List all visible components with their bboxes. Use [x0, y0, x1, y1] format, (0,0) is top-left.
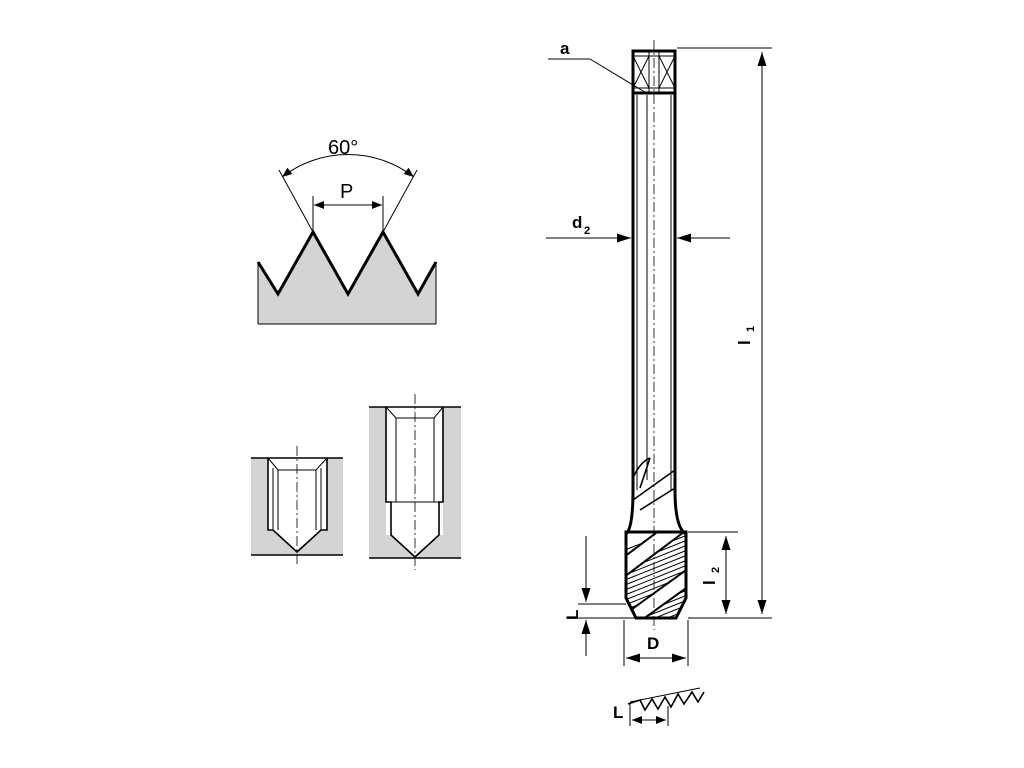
- thread-length-subscript: 2: [710, 567, 722, 573]
- thread-profile-detail: 60° P: [256, 137, 438, 325]
- angle-dimension-arc: [281, 154, 415, 178]
- diameter-label: D: [647, 634, 659, 653]
- tap-side-view: [624, 40, 688, 630]
- shank-outline: [624, 93, 687, 536]
- thread-profile-section: [258, 232, 436, 324]
- thread-length-dimension: l 2: [688, 531, 738, 614]
- total-length-label: l: [735, 340, 754, 345]
- square-label: a: [560, 39, 570, 58]
- angle-extension-right: [382, 169, 418, 233]
- thread-length-label: l: [700, 580, 719, 585]
- total-length-dimension: l 1: [677, 47, 772, 619]
- angle-extension-left: [278, 169, 314, 233]
- blind-hole-deep: [369, 394, 461, 570]
- pitch-label: P: [340, 181, 353, 203]
- shank-diameter-subscript: 2: [584, 225, 590, 237]
- angle-label: 60°: [328, 137, 358, 159]
- shank-diameter-dimension: d 2: [546, 213, 730, 243]
- total-length-subscript: 1: [745, 326, 757, 332]
- chamfer-length-dimension: L: [563, 536, 636, 656]
- thread-profile-outline: [256, 228, 438, 298]
- chamfer-length-label: L: [563, 610, 582, 620]
- square-callout: a: [548, 39, 649, 95]
- chamfer-detail-label: L: [613, 703, 623, 722]
- square-drive: [631, 49, 677, 95]
- shank-diameter-label: d: [572, 213, 582, 232]
- threaded-section: [624, 530, 688, 620]
- blind-hole-short: [251, 446, 343, 566]
- chamfer-detail: L: [613, 687, 705, 726]
- diameter-dimension: D: [623, 620, 689, 666]
